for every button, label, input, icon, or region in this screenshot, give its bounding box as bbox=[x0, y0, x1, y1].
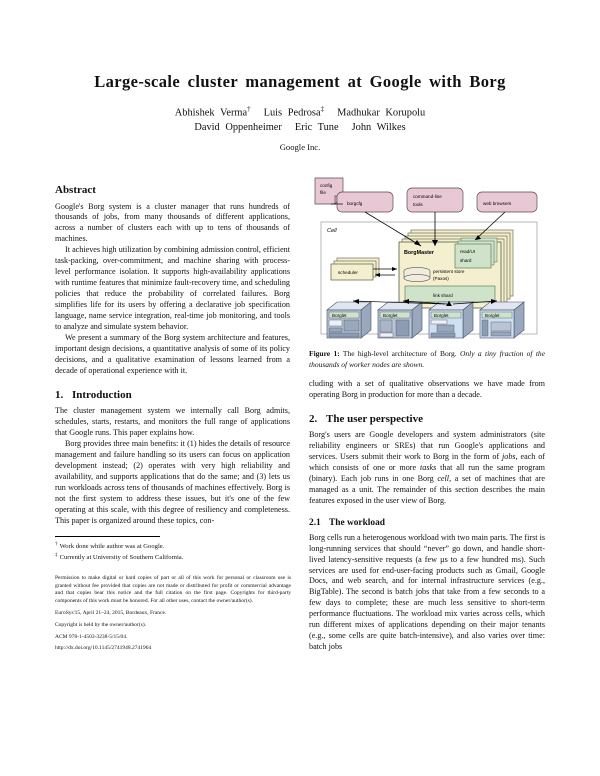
section-title: The user perspective bbox=[326, 412, 423, 425]
abstract-paragraph-2: It achieves high utilization by combinin… bbox=[55, 245, 290, 332]
abstract-paragraph-1: Google's Borg system is a cluster manage… bbox=[55, 201, 290, 244]
persistent-store-label-line1: persistent store bbox=[433, 269, 465, 274]
borglet-machine: Borglet bbox=[479, 301, 525, 340]
section-heading-introduction: 1. Introduction bbox=[55, 389, 290, 401]
borglet-label: Borglet bbox=[485, 313, 500, 318]
read-ui-shard-label-line1: read/UI bbox=[460, 249, 475, 254]
abstract-heading: Abstract bbox=[55, 184, 290, 196]
subsection-title: The workload bbox=[329, 517, 385, 528]
abstract-paragraph-3: We present a summary of the Borg system … bbox=[55, 333, 290, 376]
author-list: Abhishek Verma† Luis Pedrosa‡ Madhukar Kor… bbox=[55, 104, 545, 136]
figure-caption-number: Figure 1: bbox=[309, 349, 340, 359]
author-mark: † bbox=[247, 104, 251, 113]
figure-1-caption: Figure 1: The high-level architecture of… bbox=[309, 349, 545, 369]
footnote-separator bbox=[55, 535, 160, 537]
figure-caption-italic: Only a tiny fraction of the thousands of… bbox=[309, 349, 546, 369]
link-shard-label: link shard bbox=[433, 293, 453, 298]
section2-lead-in: cluding with a set of qualitative observ… bbox=[309, 378, 545, 399]
two-column-body: Abstract Google's Borg system is a clust… bbox=[55, 172, 545, 653]
cli-tools-label-line2: tools bbox=[413, 202, 423, 207]
borglet-label: Borglet bbox=[383, 313, 398, 318]
footnote-1: †Work done while author was at Google. bbox=[55, 541, 290, 552]
intro-paragraph-2: Borg provides three main benefits: it (1… bbox=[55, 439, 290, 525]
copyright-acm-number: ACM 978-1-4503-3238-5/15/04. bbox=[55, 633, 128, 640]
read-ui-shard-node: read/UI shard bbox=[454, 238, 498, 269]
client-to-master-arrows bbox=[331, 204, 506, 247]
abstract-heading-text: Abstract bbox=[55, 184, 96, 197]
figure-1-image: config file borgcfg command-line t bbox=[309, 174, 545, 342]
footnote-mark: † bbox=[55, 540, 58, 547]
footnote-2: ‡Currently at University of Southern Cal… bbox=[55, 552, 290, 563]
author-name: Eric Tune bbox=[294, 122, 339, 134]
borgmaster-label: BorgMaster bbox=[404, 250, 435, 256]
author-name: John Wilkes bbox=[351, 122, 406, 134]
cli-tools-label-line1: command-line bbox=[413, 194, 442, 199]
copyright-block: Permission to make digital or hard copie… bbox=[55, 575, 291, 653]
up-text-d: , a set of machines that are managed as … bbox=[309, 473, 546, 505]
author-name: Madhukar Korupolu bbox=[337, 107, 426, 119]
term-cell: cell bbox=[437, 473, 450, 483]
section-number: 1. bbox=[55, 389, 64, 402]
footnote-text: Work done while author was at Google. bbox=[59, 542, 165, 550]
figure-caption-roman: The high-level architecture of Borg. bbox=[339, 349, 461, 359]
persistent-store-node: persistent store (Paxos) bbox=[403, 267, 465, 283]
borglet-machines: Borglet bbox=[326, 301, 525, 340]
cell-label: Cell bbox=[327, 228, 337, 234]
config-file-label-line2: file bbox=[320, 190, 326, 195]
footnote-mark: ‡ bbox=[55, 551, 58, 558]
copyright-held: Copyright is held by the owner/author(s)… bbox=[55, 621, 147, 628]
borglet-label: Borglet bbox=[332, 313, 347, 318]
config-file-label-line1: config bbox=[320, 183, 333, 188]
copyright-doi[interactable]: http://dx.doi.org/10.1145/2741948.274196… bbox=[55, 645, 152, 652]
copyright-permission: Permission to make digital or hard copie… bbox=[55, 574, 291, 605]
command-line-tools-node: command-line tools bbox=[406, 188, 464, 213]
borg-architecture-diagram: config file borgcfg command-line t bbox=[314, 178, 538, 340]
affiliation: Google Inc. bbox=[279, 142, 321, 153]
borglet-machine: Borglet bbox=[428, 301, 474, 340]
up-text-a: Borg's users are Google developers and s… bbox=[309, 429, 545, 461]
web-browsers-label: web browsers bbox=[483, 201, 512, 206]
subsection-heading-workload: 2.1 The workload bbox=[309, 518, 545, 528]
figure-1: config file borgcfg command-line t bbox=[309, 174, 545, 369]
scheduler-link-arrows bbox=[373, 267, 397, 278]
copyright-venue: EuroSys'15, April 21–24, 2015, Bordeaux,… bbox=[55, 610, 167, 617]
workload-paragraph: Borg cells run a heterogenous workload w… bbox=[309, 532, 545, 652]
footnote-text: Currently at University of Southern Cali… bbox=[59, 554, 184, 562]
read-ui-shard-label-line2: shard bbox=[460, 258, 472, 263]
scheduler-node: scheduler bbox=[330, 258, 380, 281]
left-column: Abstract Google's Borg system is a clust… bbox=[55, 172, 291, 653]
borglet-machine: Borglet bbox=[326, 301, 372, 340]
borgcfg-label: borgcfg bbox=[347, 201, 363, 206]
scheduler-label: scheduler bbox=[338, 270, 358, 275]
borglet-label: Borglet bbox=[434, 313, 449, 318]
borglet-machine: Borglet bbox=[377, 301, 423, 340]
master-to-borglet-arrows bbox=[352, 299, 498, 307]
intro-paragraph-1: The cluster management system we interna… bbox=[55, 406, 290, 438]
subsection-number: 2.1 bbox=[309, 517, 321, 528]
up-text-b: , each of which consists of one or more bbox=[309, 451, 545, 472]
author-name: David Oppenheimer bbox=[194, 122, 282, 134]
author-mark: ‡ bbox=[320, 104, 325, 113]
web-browsers-node: web browsers bbox=[476, 192, 538, 213]
section-title: Introduction bbox=[72, 389, 132, 402]
persistent-store-label-line2: (Paxos) bbox=[433, 276, 449, 281]
right-column: config file borgcfg command-line t bbox=[309, 172, 545, 653]
up-text-c: that all run the same program (binary). … bbox=[309, 462, 545, 483]
section-number: 2. bbox=[309, 412, 318, 425]
section-heading-user-perspective: 2. The user perspective bbox=[309, 413, 545, 425]
user-perspective-paragraph-1: Borg's users are Google developers and s… bbox=[309, 430, 545, 507]
link-shard-node: link shard bbox=[404, 286, 496, 303]
author-name: Abhishek Verma bbox=[174, 107, 248, 119]
term-tasks: tasks bbox=[420, 462, 437, 472]
author-name: Luis Pedrosa bbox=[263, 107, 321, 119]
borgcfg-node: borgcfg bbox=[336, 192, 394, 213]
page-title: Large-scale cluster management at Google… bbox=[94, 72, 506, 91]
borgmaster-node: BorgMaster read/UI shard bbox=[398, 238, 502, 309]
term-jobs: jobs bbox=[502, 451, 516, 461]
